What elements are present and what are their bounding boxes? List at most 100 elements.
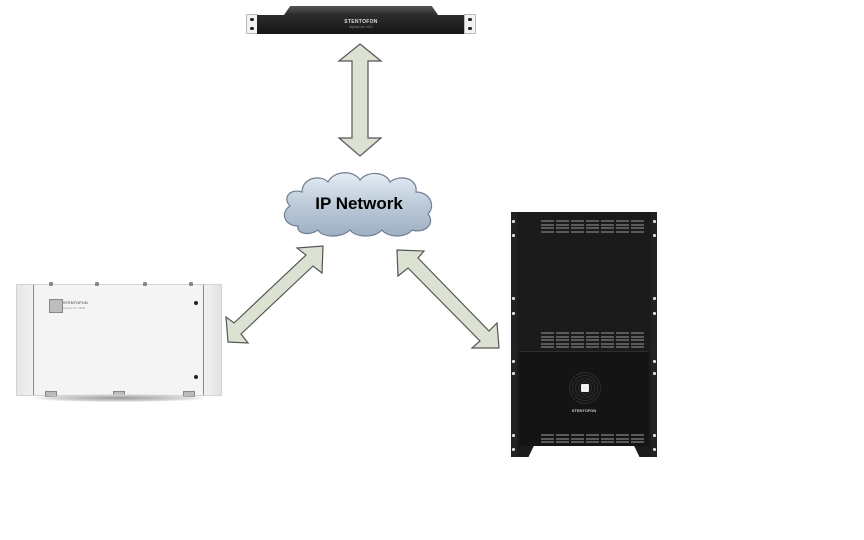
mounting-hole: [653, 297, 656, 300]
vent-slot: [541, 441, 554, 443]
vent-slot: [616, 230, 629, 233]
vent-slot: [616, 346, 629, 348]
vent-slot: [586, 230, 599, 233]
status-led: [194, 301, 198, 305]
mounting-hole: [512, 234, 515, 237]
vent-slot: [556, 220, 569, 222]
mounting-hole: [512, 372, 515, 375]
cabinet-rail: [203, 285, 204, 395]
vent-slot: [586, 335, 599, 338]
device-front-panel: STENTOFON AlphaCom XE1: [257, 15, 465, 34]
vent-slot: [616, 220, 629, 222]
arrow-left-to-network: [225, 245, 324, 344]
vent-slot: [586, 332, 599, 334]
vent-slot: [556, 332, 569, 334]
connector-nub: [189, 282, 193, 286]
vent-slot: [616, 434, 629, 436]
vent-slot: [556, 227, 569, 229]
vent-slot: [571, 230, 584, 233]
device-model: AlphaCom XE1: [349, 25, 373, 29]
mounting-hole: [653, 448, 656, 451]
cloud-icon: [283, 172, 433, 237]
arrow-top-to-network: [337, 43, 383, 157]
ip-network-cloud: IP Network: [278, 168, 440, 238]
vent-slot: [556, 441, 569, 443]
vent-slot: [556, 223, 569, 226]
black-cabinet-device: STENTOFON: [511, 212, 657, 457]
white-cabinet-device: STENTOFON AlphaCom XE20: [16, 282, 222, 402]
vent-slot: [586, 342, 599, 345]
cabinet-body: STENTOFON AlphaCom XE20: [16, 282, 222, 397]
vent-slot: [556, 230, 569, 233]
vent-slot: [571, 335, 584, 338]
vent-slot: [631, 220, 644, 222]
connector-nub: [95, 282, 99, 286]
vent-slot: [541, 332, 554, 334]
vent-slot: [631, 434, 644, 436]
mounting-hole: [653, 434, 656, 437]
mounting-hole: [512, 312, 515, 315]
device-top-panel: [284, 6, 438, 15]
connector-nub: [143, 282, 147, 286]
vent-slot: [541, 223, 554, 226]
vent-slot: [631, 230, 644, 233]
vent-slot: [631, 335, 644, 338]
vent-slot: [586, 437, 599, 440]
vent-slot: [631, 227, 644, 229]
vent-slot: [631, 342, 644, 345]
mounting-hole: [512, 434, 515, 437]
vent-slot: [571, 346, 584, 348]
vent-slot: [616, 342, 629, 345]
mounting-hole: [653, 234, 656, 237]
vent-slot: [601, 220, 614, 222]
vent-slot: [541, 227, 554, 229]
vent-slot: [601, 230, 614, 233]
vent-slot: [571, 434, 584, 436]
vent-slot: [601, 339, 614, 341]
mounting-hole: [653, 372, 656, 375]
mounting-hole: [653, 312, 656, 315]
status-led: [194, 375, 198, 379]
rack-1u-device: STENTOFON AlphaCom XE1: [246, 6, 476, 34]
device-brand: STENTOFON: [571, 408, 597, 413]
cabinet-rail: [33, 285, 34, 395]
vent-slot: [541, 335, 554, 338]
vent-slot: [616, 441, 629, 443]
vent-slot: [556, 346, 569, 348]
vent-slot: [586, 434, 599, 436]
vent-slot: [541, 437, 554, 440]
vent-slot: [571, 339, 584, 341]
speaker-logo: [581, 384, 589, 392]
device-brand: STENTOFON: [63, 300, 88, 305]
vent-slot: [541, 434, 554, 436]
mounting-hole: [653, 360, 656, 363]
vent-slot: [601, 332, 614, 334]
mounting-hole: [512, 448, 515, 451]
vent-slot: [586, 223, 599, 226]
vent-slot: [601, 223, 614, 226]
rack-ear-right: [464, 14, 476, 34]
vent-slot: [616, 227, 629, 229]
rack-flange-right: [651, 212, 657, 457]
cabinet-shadow: [34, 394, 204, 402]
arrow-right-to-network: [396, 249, 500, 349]
speaker-grille-icon: [569, 372, 601, 404]
vent-slot: [631, 339, 644, 341]
brand-logo-icon: [49, 299, 63, 313]
vent-slot: [616, 223, 629, 226]
vent-slot: [556, 342, 569, 345]
vent-slot: [601, 437, 614, 440]
vent-slot: [541, 346, 554, 348]
vent-slot: [601, 342, 614, 345]
vent-slot: [601, 441, 614, 443]
vent-slot: [601, 346, 614, 348]
vent-slot: [616, 335, 629, 338]
connector-nub: [49, 282, 53, 286]
vent-slot: [541, 230, 554, 233]
vent-slot: [616, 332, 629, 334]
vent-slot: [586, 346, 599, 348]
vent-slot: [586, 220, 599, 222]
mounting-hole: [512, 360, 515, 363]
vent-slot: [571, 437, 584, 440]
vent-slot: [571, 227, 584, 229]
